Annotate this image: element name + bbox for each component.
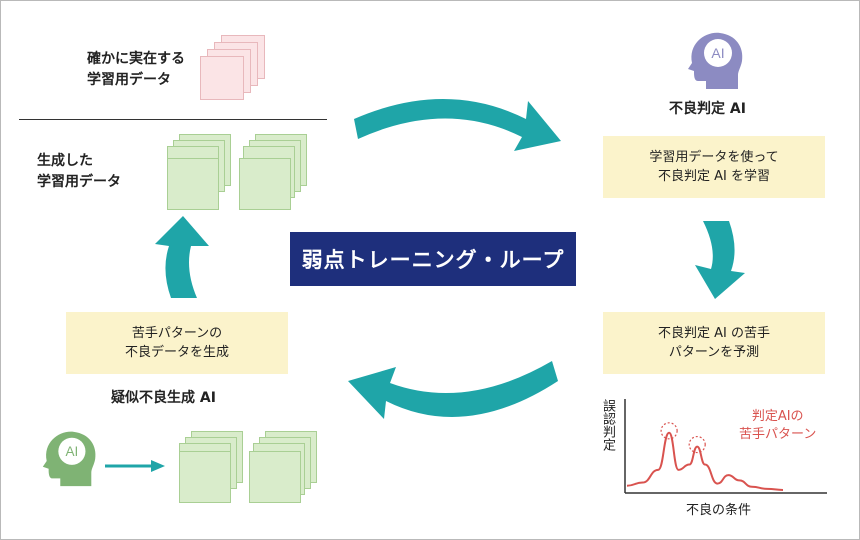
generate-step-box: 苦手パターンの 不良データを生成 bbox=[66, 312, 288, 374]
real-data-stack bbox=[200, 35, 283, 115]
detector-name: 不良判定 AI bbox=[669, 101, 746, 117]
annotation-line2: 苦手パターン bbox=[739, 427, 817, 442]
real-data-label-line1: 確かに実在する bbox=[87, 51, 185, 67]
loop-arrow-left bbox=[155, 216, 209, 298]
chart-xlabel: 不良の条件 bbox=[686, 503, 752, 518]
generated-data-sheet bbox=[167, 158, 219, 210]
output-sheet bbox=[179, 451, 231, 503]
generated-data-stack-1 bbox=[167, 134, 242, 210]
generator-output-stack-2 bbox=[249, 431, 324, 506]
generator-output-stack-1 bbox=[179, 431, 254, 506]
generated-data-stack-2 bbox=[239, 134, 314, 210]
generated-data-label-line2: 学習用データ bbox=[37, 174, 121, 190]
loop-arrow-bottom bbox=[348, 361, 558, 419]
real-data-label-line2: 学習用データ bbox=[87, 72, 171, 88]
loop-title: 弱点トレーニング・ループ bbox=[290, 232, 576, 286]
generate-step-line1: 苦手パターンの bbox=[131, 326, 223, 341]
annotation-line1: 判定AIの bbox=[751, 409, 804, 424]
weak-pattern-annotation: 判定AIの 苦手パターン bbox=[739, 408, 816, 444]
predict-step-box: 不良判定 AI の苦手 パターンを予測 bbox=[603, 312, 825, 374]
generator-icon-text: AI bbox=[65, 444, 78, 459]
predict-step-line2: パターンを予測 bbox=[668, 345, 760, 360]
detector-icon-text: AI bbox=[711, 45, 724, 61]
chart-ylabel: 誤認判定 bbox=[600, 399, 615, 451]
generated-data-sheet bbox=[239, 158, 291, 210]
loop-arrow-top bbox=[354, 99, 561, 151]
train-step-line2: 不良判定 AI を学習 bbox=[657, 169, 770, 184]
weak-peak-marker bbox=[688, 435, 706, 454]
generated-data-label: 生成した 学習用データ bbox=[37, 151, 121, 193]
generate-step-line2: 不良データを生成 bbox=[124, 345, 229, 360]
train-step-box: 学習用データを使って 不良判定 AI を学習 bbox=[603, 136, 825, 198]
error-curve bbox=[626, 431, 784, 491]
weakness-chart bbox=[624, 399, 827, 494]
ai-head-icon: AI bbox=[688, 32, 743, 89]
predict-step-line1: 不良判定 AI の苦手 bbox=[658, 326, 770, 341]
loop-arrow-right bbox=[695, 221, 745, 299]
train-step-line1: 学習用データを使って bbox=[649, 150, 779, 165]
output-sheet bbox=[249, 451, 301, 503]
weak-peak-marker bbox=[660, 422, 678, 440]
divider-line bbox=[19, 119, 327, 120]
real-data-sheet bbox=[200, 56, 244, 100]
generator-name: 疑似不良生成 AI bbox=[111, 390, 216, 406]
generated-data-label-line1: 生成した bbox=[37, 153, 93, 169]
real-data-label: 確かに実在する 学習用データ bbox=[87, 49, 185, 91]
ai-head-generator-icon: AI bbox=[42, 431, 96, 487]
generate-arrow-icon bbox=[105, 460, 165, 472]
